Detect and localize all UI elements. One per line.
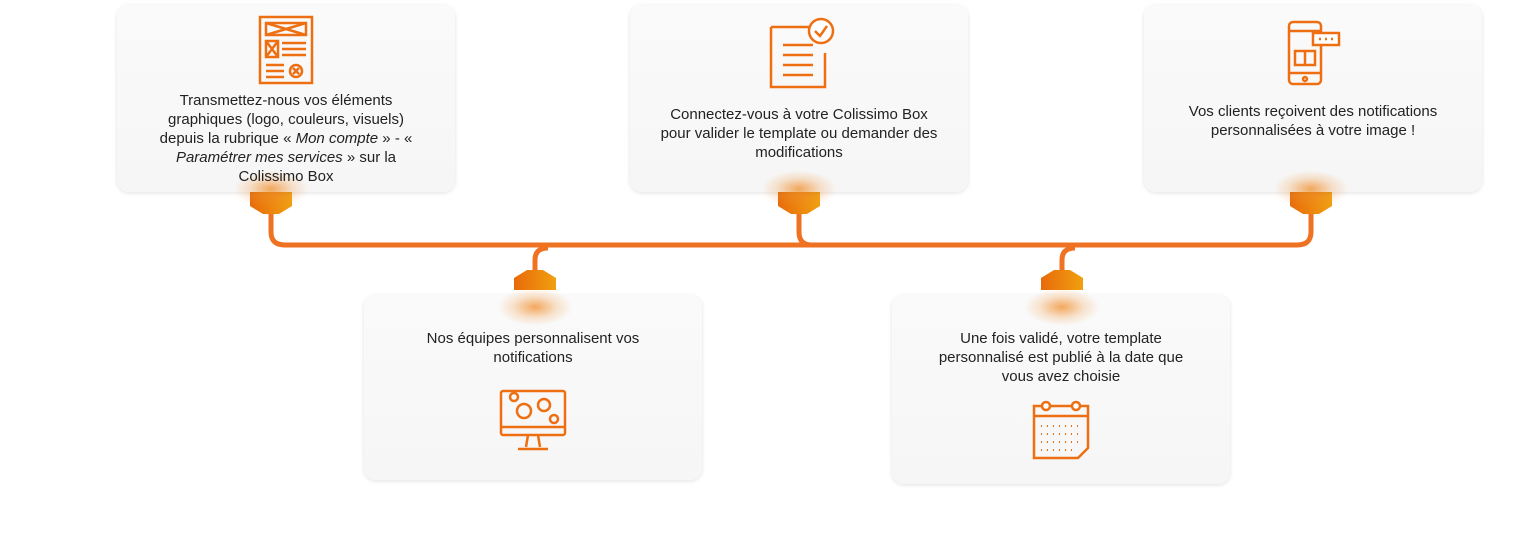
- monitor-gears-icon: [499, 389, 567, 451]
- step-text-3: Connectez-vous à votre Colissimo Box pou…: [660, 106, 938, 161]
- step-card-2: Nos équipes personnalisent vos notificat…: [364, 295, 702, 480]
- connector-node-2: [514, 270, 556, 290]
- checked-document-icon: [769, 17, 835, 89]
- step-card-3: Connectez-vous à votre Colissimo Box pou…: [630, 5, 968, 192]
- step-text-2: Nos équipes personnalisent vos notificat…: [426, 330, 640, 366]
- calendar-icon: [1032, 400, 1090, 460]
- step-card-1: Transmettez-nous vos éléments graphiques…: [117, 5, 455, 192]
- step-card-4: Une fois validé, votre template personna…: [892, 295, 1230, 484]
- step-text-5: Vos clients reçoivent des notifications …: [1188, 103, 1438, 139]
- step-text-1: Transmettez-nous vos éléments graphiques…: [159, 92, 413, 185]
- connector-node-3: [778, 192, 820, 214]
- step-text-4: Une fois validé, votre template personna…: [938, 330, 1184, 385]
- step-card-5: Vos clients reçoivent des notifications …: [1144, 5, 1482, 192]
- connector-node-5: [1290, 192, 1332, 214]
- connector-node-1: [250, 192, 292, 214]
- wireframe-document-icon: [258, 15, 314, 85]
- smartphone-notification-icon: [1287, 20, 1341, 86]
- connector-node-4: [1041, 270, 1083, 290]
